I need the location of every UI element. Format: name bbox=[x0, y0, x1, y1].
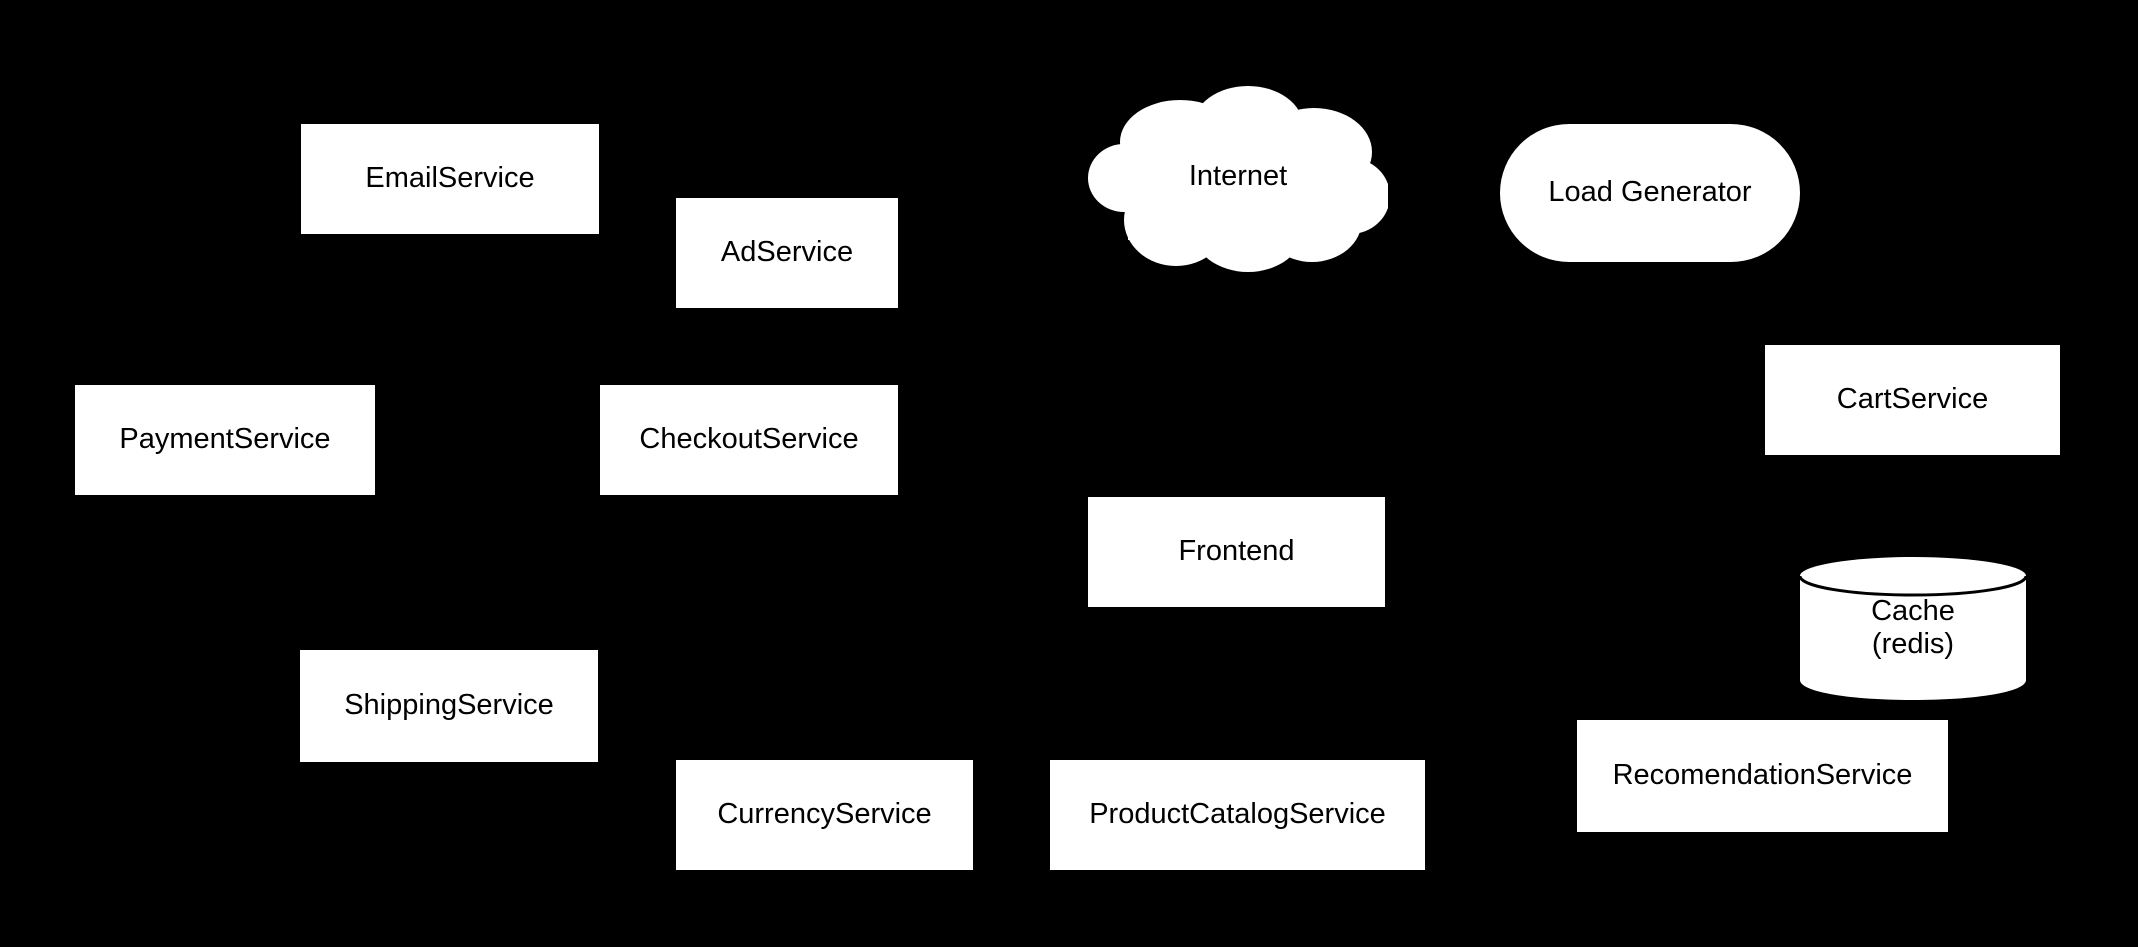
node-label-frontend: Frontend bbox=[1178, 535, 1295, 568]
node-label-product-catalog-service: ProductCatalogService bbox=[1089, 798, 1386, 831]
node-email-service[interactable]: EmailService bbox=[301, 124, 599, 234]
node-label-internet: Internet bbox=[1188, 159, 1288, 192]
node-label-currency-service: CurrencyService bbox=[717, 798, 932, 831]
node-label-ad-service: AdService bbox=[720, 236, 854, 269]
node-label-cache-redis: Cache (redis) bbox=[1800, 556, 2026, 700]
node-label-cache-line1: Cache bbox=[1871, 595, 1955, 627]
node-shipping-service[interactable]: ShippingService bbox=[300, 650, 598, 762]
cloud-icon bbox=[1088, 86, 1388, 272]
node-internet-cloud[interactable]: Internet bbox=[1088, 80, 1388, 272]
node-label-payment-service: PaymentService bbox=[119, 423, 331, 456]
node-label-email-service: EmailService bbox=[365, 162, 535, 195]
node-cart-service[interactable]: CartService bbox=[1765, 345, 2060, 455]
node-label-load-generator: Load Generator bbox=[1548, 176, 1752, 209]
node-checkout-service[interactable]: CheckoutService bbox=[600, 385, 898, 495]
node-label-recomendation-service: RecomendationService bbox=[1612, 759, 1913, 792]
node-product-catalog-service[interactable]: ProductCatalogService bbox=[1050, 760, 1425, 870]
node-label-shipping-service: ShippingService bbox=[344, 689, 554, 722]
node-label-cache-line2: (redis) bbox=[1871, 628, 1955, 660]
node-frontend[interactable]: Frontend bbox=[1088, 497, 1385, 607]
node-recomendation-service[interactable]: RecomendationService bbox=[1577, 720, 1948, 832]
node-payment-service[interactable]: PaymentService bbox=[75, 385, 375, 495]
node-ad-service[interactable]: AdService bbox=[676, 198, 898, 308]
node-load-generator[interactable]: Load Generator bbox=[1500, 124, 1800, 262]
node-label-checkout-service: CheckoutService bbox=[639, 423, 859, 456]
database-cylinder-icon bbox=[1800, 557, 2026, 700]
node-label-cart-service: CartService bbox=[1836, 383, 1989, 416]
node-cache-redis[interactable]: Cache (redis) bbox=[1800, 556, 2026, 700]
node-currency-service[interactable]: CurrencyService bbox=[676, 760, 973, 870]
